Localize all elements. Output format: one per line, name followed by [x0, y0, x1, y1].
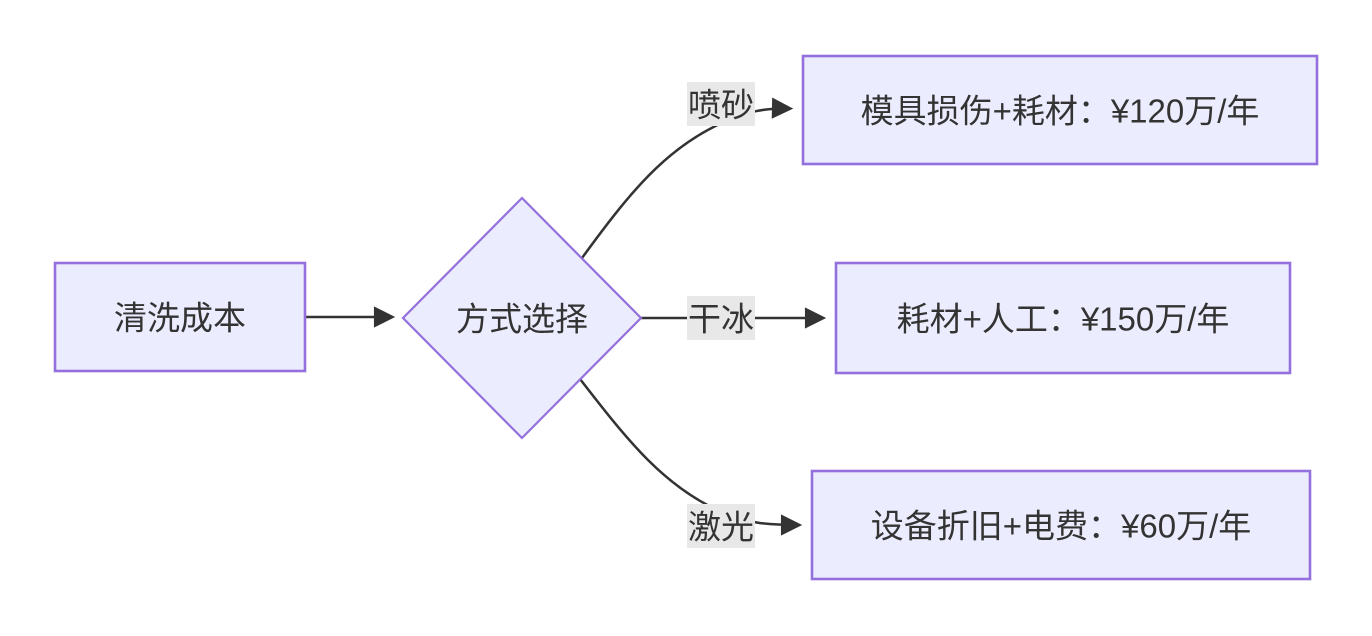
node-outcome-sandblast-label: 模具损伤+耗材：¥120万/年: [861, 93, 1260, 130]
node-outcome-laser-label: 设备折旧+电费：¥60万/年: [871, 508, 1252, 545]
nodes-layer: 清洗成本 方式选择 模具损伤+耗材：¥120万/年 耗材+人工：¥150万/年 …: [53, 54, 1319, 581]
node-outcome-dryice: 耗材+人工：¥150万/年: [834, 261, 1292, 375]
edge-label-sandblast-text: 喷砂: [688, 87, 754, 124]
node-cleaning-cost-box: [53, 261, 307, 373]
edge-labels-layer: 喷砂 干冰 激光: [687, 82, 755, 548]
edge-label-laser-bg: [687, 504, 755, 548]
edge-label-laser: 激光: [687, 504, 755, 548]
edge-decision-to-sandblast: [580, 97, 794, 259]
node-method-decision: 方式选择: [401, 196, 643, 440]
node-outcome-dryice-label: 耗材+人工：¥150万/年: [897, 301, 1230, 338]
node-outcome-sandblast: 模具损伤+耗材：¥120万/年: [801, 54, 1319, 166]
edge-decision-to-laser: [579, 378, 803, 536]
edge-label-sandblast: 喷砂: [687, 82, 755, 126]
node-method-decision-diamond: [401, 196, 643, 440]
edge-label-dryice-text: 干冰: [688, 301, 754, 338]
node-outcome-laser-box: [810, 469, 1312, 581]
node-outcome-sandblast-box: [801, 54, 1319, 166]
edge-label-laser-text: 激光: [688, 509, 754, 546]
edge-label-sandblast-bg: [687, 82, 755, 126]
node-cleaning-cost-label: 清洗成本: [114, 300, 246, 337]
node-outcome-dryice-box: [834, 261, 1292, 375]
edge-label-dryice: 干冰: [687, 296, 755, 340]
node-outcome-laser: 设备折旧+电费：¥60万/年: [810, 469, 1312, 581]
node-method-decision-label: 方式选择: [456, 301, 588, 338]
node-cleaning-cost: 清洗成本: [53, 261, 307, 373]
edge-label-dryice-bg: [687, 296, 755, 340]
